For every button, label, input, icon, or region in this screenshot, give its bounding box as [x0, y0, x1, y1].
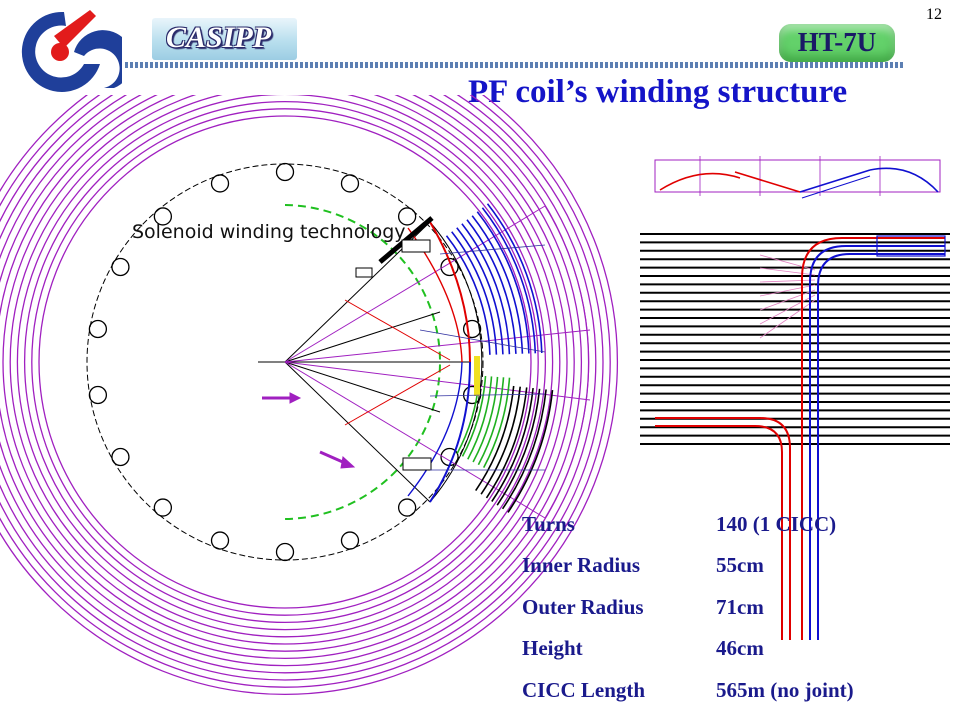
black-winding-arc — [491, 388, 534, 502]
bolt-hole — [153, 207, 173, 226]
outer-guide-arc-2 — [429, 221, 483, 503]
bolt-hole — [88, 319, 108, 339]
bolt-hole — [111, 447, 130, 467]
green-dashed-arc — [284, 204, 442, 520]
green-winding-arc — [467, 376, 493, 460]
bolt-hole — [275, 162, 295, 182]
spec-label: CICC Length — [522, 678, 646, 702]
coil-ring — [0, 95, 611, 688]
slide-title: PF coil’s winding structure — [468, 74, 848, 110]
blue-winding-arc — [451, 231, 498, 355]
green-winding-band — [456, 375, 511, 468]
blue-winding-arc — [461, 223, 511, 355]
coil-ring — [0, 95, 604, 681]
winding-drawing: Solenoid winding technology — [0, 95, 950, 695]
blue-transition-arc — [429, 361, 471, 503]
black-winding-arc — [485, 387, 528, 499]
coil-rings — [0, 95, 618, 695]
bolt-hole — [111, 257, 130, 277]
coil-ring — [38, 115, 532, 609]
red-transition-arc — [429, 221, 471, 363]
spec-value: 565m (no joint) — [716, 678, 854, 702]
bolt-hole — [275, 542, 295, 562]
radial-lines — [258, 221, 470, 503]
blue-winding-arc — [471, 215, 524, 354]
black-winding-arc — [507, 390, 554, 513]
black-winding-arc — [496, 388, 541, 506]
black-winding-arc — [480, 386, 521, 495]
header-rule — [125, 62, 905, 68]
annotation-leaders — [419, 244, 546, 471]
bolt-hole — [340, 174, 360, 193]
green-winding-arc — [461, 375, 487, 457]
black-winding-arc — [475, 385, 515, 492]
blue-winding-arc — [476, 211, 530, 354]
red-reference-lines — [344, 299, 451, 426]
institute-logo — [21, 10, 122, 92]
page-number: 12 — [926, 6, 942, 23]
blue-winding-arc — [486, 203, 543, 354]
casipp-label: CASIPP — [166, 21, 272, 54]
bolt-hole — [88, 385, 108, 405]
bolt-hole — [210, 531, 230, 550]
bolt-hole — [210, 174, 230, 193]
spec-label: Height — [522, 636, 583, 660]
spec-label: Outer Radius — [522, 595, 644, 619]
outer-guide-arc — [544, 205, 590, 519]
coil-ring — [2, 95, 568, 645]
drawing-caption: Solenoid winding technology — [132, 221, 406, 243]
blue-winding-arc — [456, 227, 504, 355]
spec-label: Turns — [522, 512, 575, 536]
coil-ring — [0, 95, 618, 695]
lead-end-boxes — [876, 235, 946, 257]
ht7u-badge: HT-7U — [779, 24, 895, 62]
bolt-hole — [462, 319, 482, 339]
elevation-view — [654, 156, 941, 199]
ht7u-label: HT-7U — [797, 27, 877, 57]
cross-section-lines — [640, 233, 950, 445]
spec-value: 46cm — [716, 636, 764, 660]
yellow-marker — [474, 356, 480, 396]
spec-label: Inner Radius — [522, 553, 641, 577]
coil-ring — [0, 95, 575, 652]
bolt-hole — [397, 498, 417, 517]
bolt-hole — [340, 531, 360, 550]
black-winding-arc — [501, 389, 547, 510]
spec-value: 140 (1 CICC) — [716, 512, 837, 536]
blue-winding-band — [445, 203, 543, 355]
annotation-boxes — [355, 239, 432, 471]
bolt-hole — [153, 498, 173, 517]
spec-value: 71cm — [716, 595, 764, 619]
coil-ring — [0, 95, 582, 659]
green-winding-arc — [477, 377, 505, 466]
casipp-badge: CASIPP — [152, 18, 297, 60]
coil-ring — [0, 95, 597, 674]
coil-ring — [9, 95, 561, 638]
coil-ring — [31, 108, 539, 616]
pink-fan — [759, 254, 816, 339]
bolt-holes — [88, 162, 482, 562]
blue-transition-arc-2 — [407, 361, 463, 497]
bolt-hole — [397, 207, 417, 226]
blue-winding-arc — [466, 219, 517, 354]
lead-pipe — [655, 237, 945, 640]
blue-winding-arc — [445, 235, 491, 355]
green-winding-arc — [482, 377, 511, 468]
black-winding-band — [475, 385, 554, 513]
green-winding-arc — [472, 376, 499, 463]
spec-value: 55cm — [716, 553, 764, 577]
coil-ring — [23, 100, 547, 624]
blue-winding-arc — [481, 207, 537, 354]
view-arrows — [262, 392, 356, 469]
coil-ring — [16, 95, 554, 631]
